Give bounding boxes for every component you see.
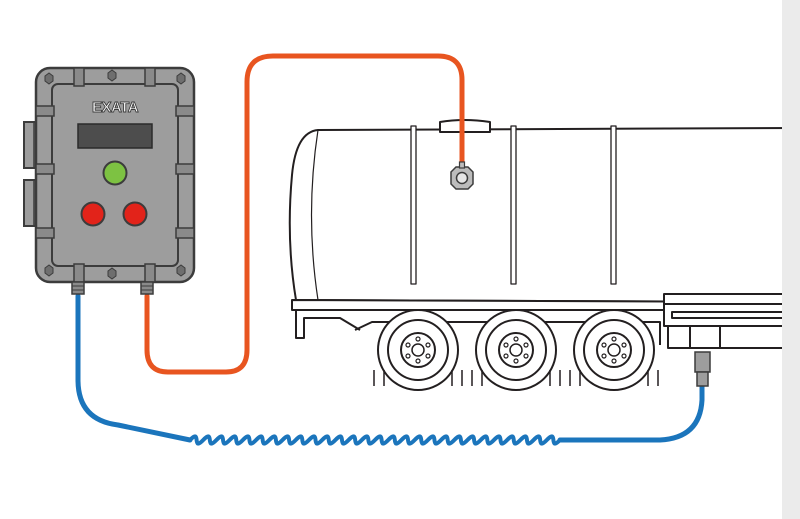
display-window (78, 124, 152, 148)
alarm-light-right (124, 203, 147, 226)
tank-body (290, 128, 800, 302)
tanker-trailer (290, 120, 800, 390)
rear-connector (695, 352, 710, 386)
cable-gland-right (141, 282, 153, 294)
power-cable (78, 296, 190, 440)
front-bracket (296, 310, 360, 338)
power-cable-tail (560, 385, 702, 440)
status-light (104, 162, 127, 185)
scrollbar[interactable] (782, 0, 800, 519)
alarm-light-left (82, 203, 105, 226)
cable-gland-left (72, 282, 84, 294)
rear-bumper (664, 294, 800, 348)
brand-label: EXATA (92, 99, 139, 116)
power-cable-coil (190, 436, 560, 443)
control-enclosure: EXATA (24, 68, 194, 294)
manhole-dome (440, 120, 490, 132)
